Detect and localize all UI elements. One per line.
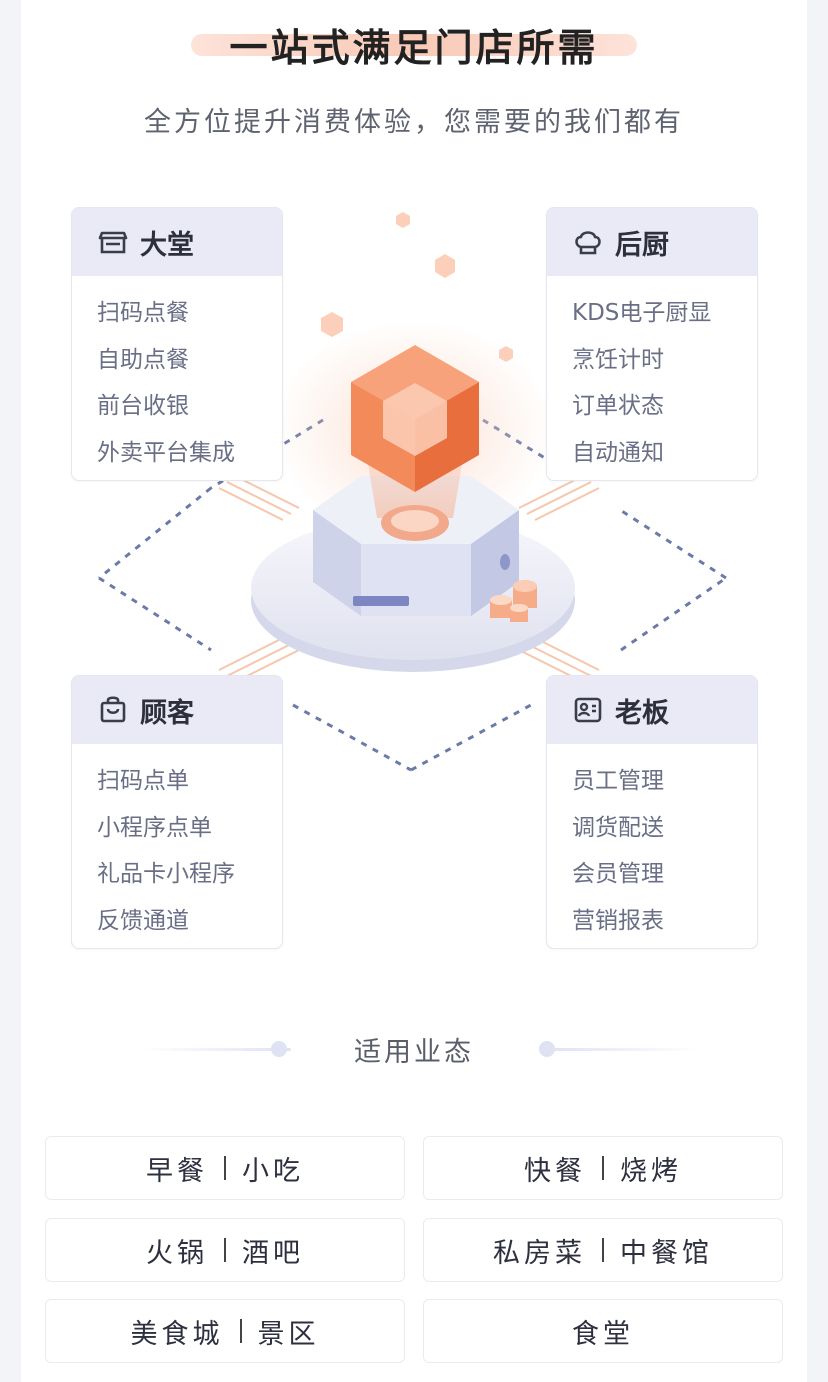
store-counter-icon [98,231,128,254]
separator [602,1156,604,1180]
card-boss: 老板 员工管理 调货配送 会员管理 营销报表 [546,675,758,949]
industry-tile[interactable]: 早餐 小吃 [45,1136,405,1200]
boss-item-delivery: 调货配送 [572,814,664,841]
hall-item-self-order: 自助点餐 [97,346,189,373]
industry-tile[interactable]: 火锅 酒吧 [45,1218,405,1282]
store-platform-illustration [98,212,727,772]
card-hall: 大堂 扫码点餐 自助点餐 前台收银 外卖平台集成 [71,207,283,481]
card-kitchen-header: 后厨 [547,208,757,276]
decor-dot-right [539,1041,555,1057]
decor-line-right [549,1048,699,1051]
decor-dot-left [271,1041,287,1057]
card-boss-title: 老板 [615,697,669,729]
industry-name: 美食城 [130,1318,224,1350]
coins-icon [490,580,537,622]
separator [602,1238,604,1262]
industry-name: 食堂 [572,1318,634,1350]
kitchen-item-kds: KDS电子厨显 [572,300,712,326]
hall-item-scan-order: 扫码点餐 [97,300,189,326]
industries-section-header: 适用业态 [21,1030,807,1070]
page-subtitle: 全方位提升消费体验，您需要的我们都有 [144,107,684,138]
kitchen-item-order-status: 订单状态 [572,393,664,419]
card-boss-header: 老板 [547,676,757,744]
industry-tile[interactable]: 快餐 烧烤 [423,1136,783,1200]
industry-name: 中餐馆 [620,1237,713,1269]
card-customer-header: 顾客 [72,676,282,744]
page-title: 一站式满足门店所需 [229,26,599,70]
industry-name: 酒吧 [242,1237,304,1269]
card-customer: 顾客 扫码点单 小程序点单 礼品卡小程序 反馈通道 [71,675,283,949]
industry-name: 早餐 [146,1155,208,1187]
boss-item-report: 营销报表 [572,907,664,934]
header: 一站式满足门店所需 [21,18,807,78]
card-kitchen-title: 后厨 [615,229,669,261]
industry-name: 快餐 [524,1155,586,1187]
card-hall-header: 大堂 [72,208,282,276]
card-kitchen: 后厨 KDS电子厨显 烹饪计时 订单状态 自动通知 [546,207,758,481]
kitchen-item-timer: 烹饪计时 [572,346,664,373]
hall-item-cashier: 前台收银 [97,393,189,419]
kitchen-item-notify: 自动通知 [572,439,664,466]
separator [224,1238,226,1262]
boss-id-icon [574,697,602,723]
card-hall-title: 大堂 [140,229,194,261]
hall-item-delivery: 外卖平台集成 [97,439,235,466]
shopping-bag-icon [100,696,126,723]
industry-name: 私房菜 [493,1237,586,1269]
industry-name: 小吃 [242,1155,304,1187]
industry-name: 烧烤 [620,1155,682,1187]
boss-item-member: 会员管理 [572,861,664,887]
decor-line-left [141,1048,291,1051]
industry-tile[interactable]: 食堂 [423,1299,783,1363]
customer-item-mini-program: 小程序点单 [97,814,212,841]
boss-item-staff: 员工管理 [572,768,664,794]
customer-item-scan-order: 扫码点单 [97,768,189,794]
separator [239,1319,242,1343]
page: 一站式满足门店所需 全方位提升消费体验，您需要的我们都有 [21,0,807,1382]
chef-hat-icon [575,231,601,255]
separator [224,1156,226,1180]
industry-tile[interactable]: 美食城 景区 [45,1299,405,1363]
title-highlight [191,34,637,56]
customer-item-feedback: 反馈通道 [97,907,189,934]
industry-name: 景区 [257,1318,320,1350]
industries-title: 适用业态 [354,1037,474,1068]
customer-item-gift-card: 礼品卡小程序 [97,861,235,887]
industry-tile[interactable]: 私房菜 中餐馆 [423,1218,783,1282]
card-customer-title: 顾客 [140,697,194,729]
industry-name: 火锅 [146,1237,208,1269]
